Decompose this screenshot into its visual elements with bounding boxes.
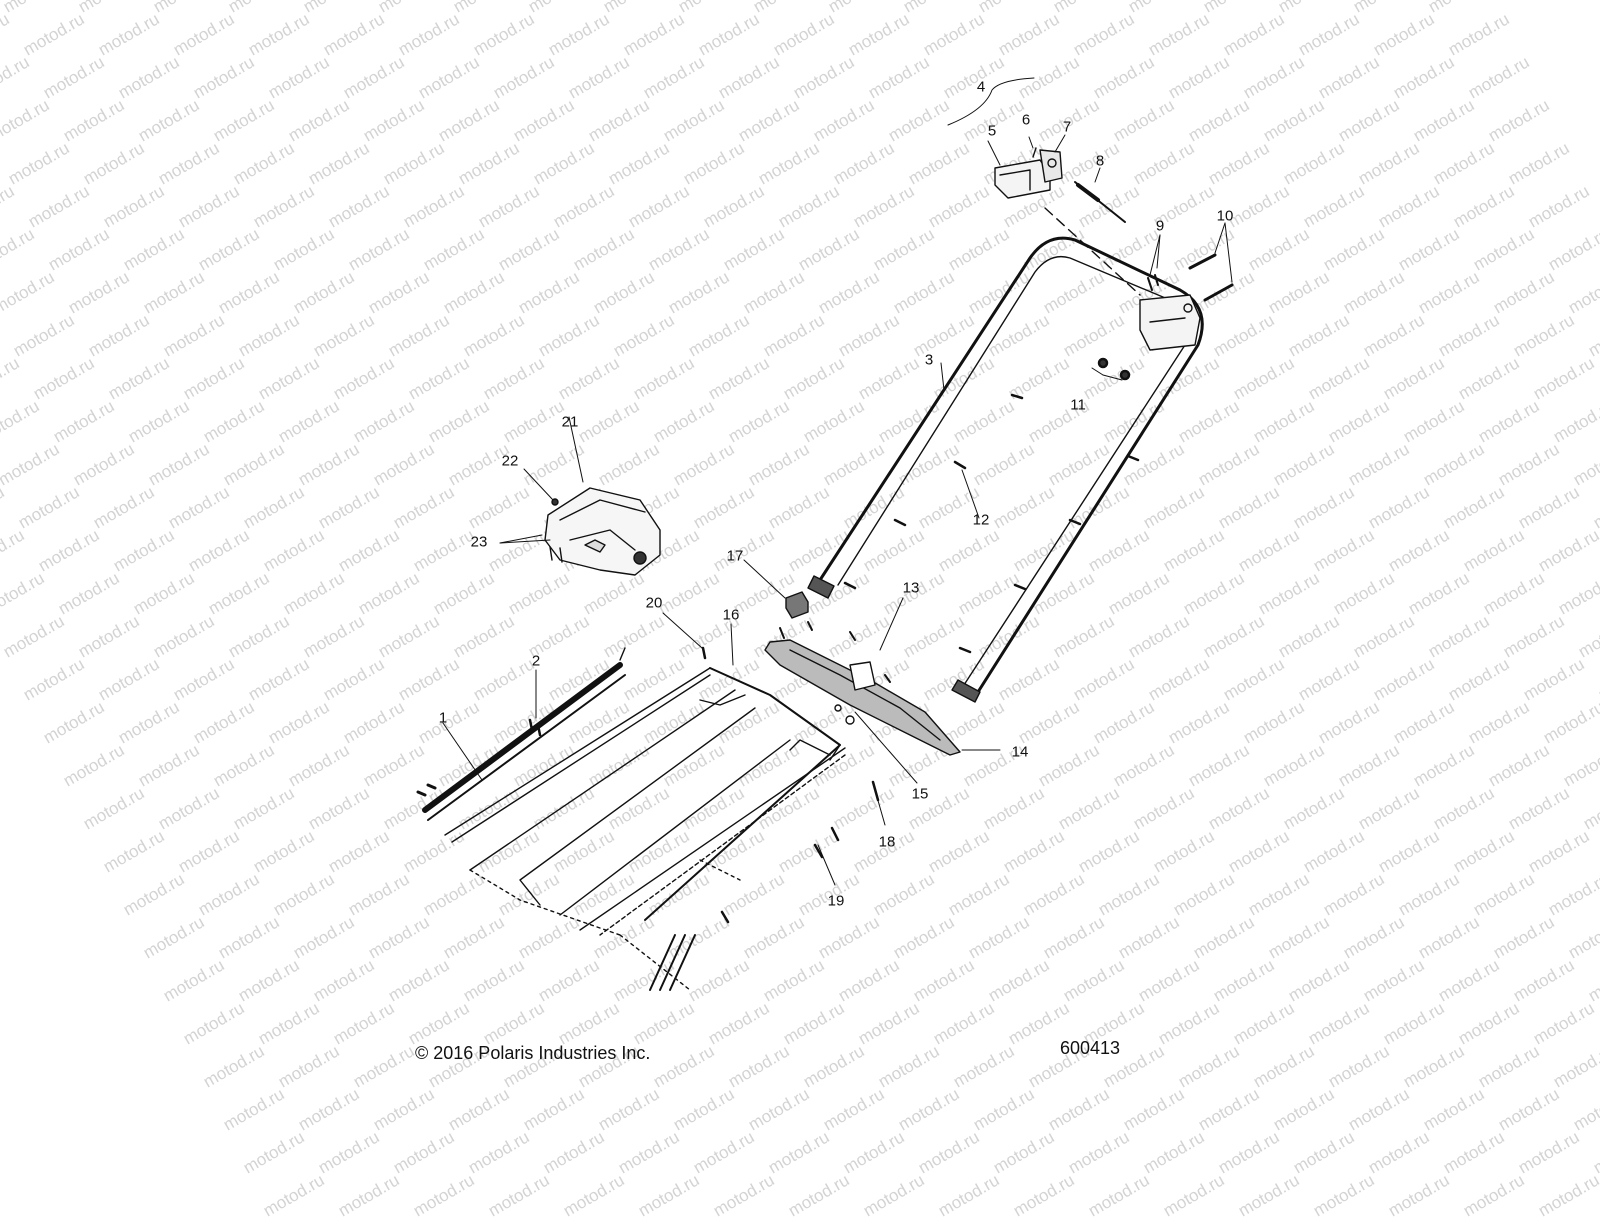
alignment-line	[1044, 207, 1141, 296]
hinge-bracket-assembly	[994, 147, 1126, 223]
callout-4: 4	[976, 78, 986, 96]
callout-20: 20	[645, 594, 663, 612]
callout-10: 10	[1216, 207, 1234, 225]
rail-mount-bracket	[1139, 253, 1234, 351]
callout-15: 15	[911, 785, 929, 803]
cover-housing	[544, 487, 661, 576]
callout-5: 5	[987, 122, 997, 140]
floor-plate	[444, 667, 846, 991]
leader-lines	[442, 77, 1233, 886]
cross-bar	[764, 639, 961, 756]
callout-3: 3	[924, 351, 934, 369]
rail-bolts	[843, 357, 1140, 654]
callout-2: 2	[531, 652, 541, 670]
callout-18: 18	[878, 833, 896, 851]
callout-12: 12	[972, 511, 990, 529]
callout-22: 22	[501, 452, 519, 470]
figure-id: 600413	[1060, 1038, 1121, 1058]
callout-7: 7	[1062, 118, 1072, 136]
callout-14: 14	[1011, 743, 1029, 761]
callout-11: 11	[1070, 396, 1086, 414]
callout-9: 9	[1155, 217, 1165, 235]
callout-1: 1	[438, 709, 448, 727]
callout-13: 13	[902, 579, 920, 597]
callout-17: 17	[726, 547, 744, 565]
callout-8: 8	[1095, 152, 1105, 170]
callout-6: 6	[1021, 111, 1031, 129]
callout-19: 19	[827, 892, 845, 910]
callout-23: 23	[470, 533, 488, 551]
copyright-text: © 2016 Polaris Industries Inc.	[415, 1043, 651, 1063]
callout-21: 21	[561, 413, 579, 431]
bumper-block	[779, 591, 856, 641]
callout-16: 16	[722, 606, 740, 624]
edge-strip	[416, 647, 626, 821]
